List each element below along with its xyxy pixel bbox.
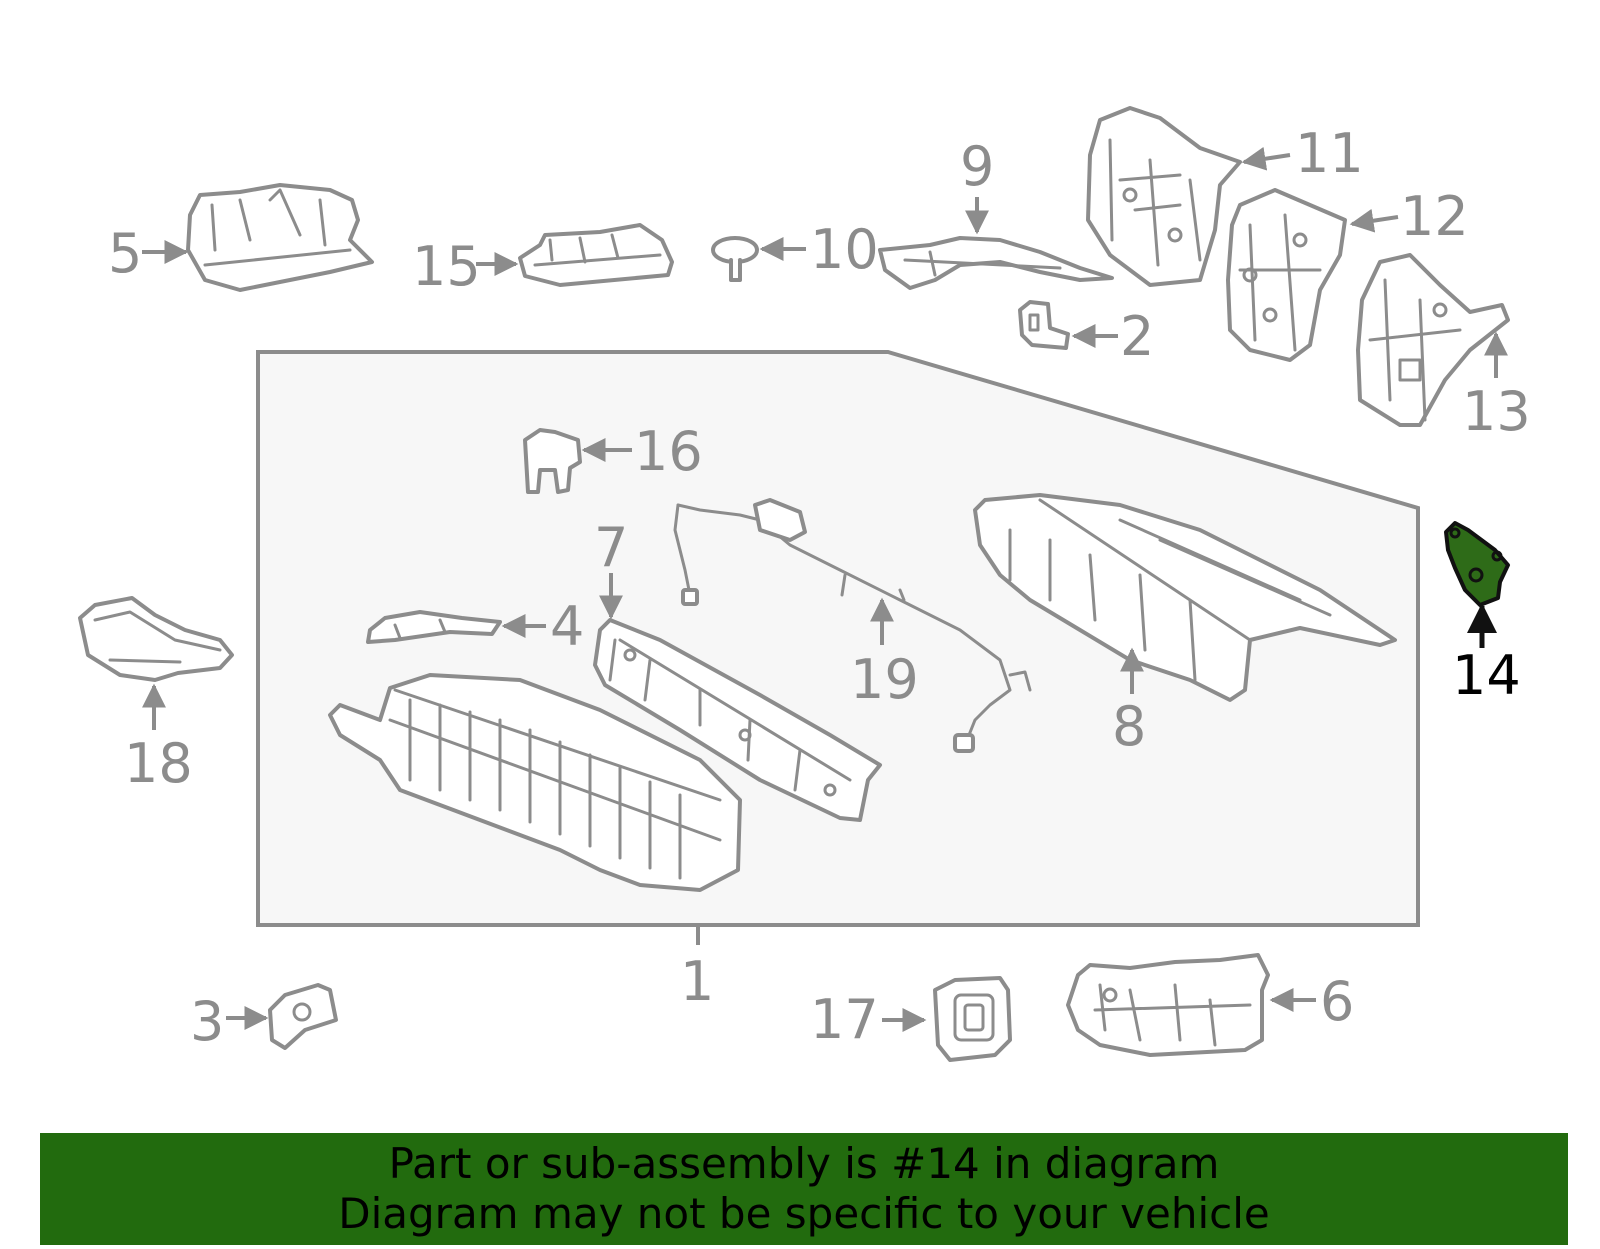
callout-4: 4 (550, 595, 584, 658)
callout-8: 8 (1112, 695, 1146, 758)
callout-9: 9 (960, 135, 994, 198)
callout-16: 16 (634, 420, 703, 483)
part-9-shape (878, 236, 1114, 290)
callout-6: 6 (1320, 970, 1354, 1033)
callout-17: 17 (810, 988, 879, 1051)
callout-14: 14 (1452, 644, 1521, 707)
callout-11: 11 (1295, 122, 1364, 185)
leader-11 (1241, 146, 1291, 171)
part-8-shape (973, 493, 1397, 702)
banner-line-2: Diagram may not be specific to your vehi… (338, 1189, 1270, 1238)
info-banner: Part or sub-assembly is #14 in diagram D… (40, 1133, 1568, 1245)
part-5-shape (186, 183, 374, 292)
callout-1: 1 (680, 950, 714, 1013)
callout-7: 7 (594, 516, 628, 579)
part-6-shape (1066, 953, 1270, 1057)
callout-19: 19 (850, 648, 919, 711)
part-11-shape (1086, 106, 1242, 287)
leader-12 (1349, 208, 1399, 233)
callout-3: 3 (190, 990, 224, 1053)
part-3-shape (268, 983, 338, 1050)
callout-15: 15 (412, 235, 481, 298)
part-2-shape (1018, 300, 1070, 350)
part-18-shape (78, 596, 234, 682)
banner-line-1: Part or sub-assembly is #14 in diagram (388, 1139, 1220, 1188)
part-19-shape (673, 498, 1032, 753)
part-17-shape (933, 976, 1012, 1062)
callout-12: 12 (1400, 185, 1469, 248)
part-16-shape (523, 428, 582, 494)
part-14-shape (1444, 521, 1510, 607)
part-15-shape (518, 223, 674, 287)
part-7-shape (593, 618, 882, 822)
callout-2: 2 (1120, 305, 1154, 368)
part-4-shape (366, 610, 502, 644)
part-12-shape (1226, 188, 1347, 362)
callout-18: 18 (124, 732, 193, 795)
callout-13: 13 (1462, 380, 1531, 443)
battery-module-shape (328, 673, 742, 892)
callout-10: 10 (810, 218, 879, 281)
callout-5: 5 (108, 222, 142, 285)
part-10-shape (711, 236, 759, 282)
